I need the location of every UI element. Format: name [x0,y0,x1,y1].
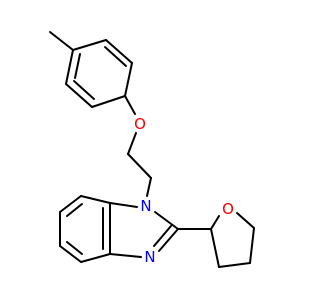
bond-tolyl-2 [65,83,93,108]
bond-thf-o-c5 [236,212,255,229]
atom-label-thf-oxygen: O [222,200,234,218]
bond-n1-c7a [109,202,138,208]
bond-c2-n3-double [153,225,172,247]
bond-thf-c3-c2 [210,228,220,268]
bond-thf-c2-o [210,215,220,230]
bond-aryl-o [124,95,136,115]
bond-tolyl-double-a [73,80,95,100]
bond-thf-c5-c4 [249,227,255,264]
bond-tolyl-double-c [74,53,81,79]
bond-tolyl-5 [105,39,133,64]
bond-tolyl-1 [65,49,74,85]
bond-ch2-n [146,177,152,197]
bond-thf-c4-c3 [218,262,251,268]
bond-methyl [49,31,74,51]
bond-c7-c6 [59,195,82,213]
bond-tolyl-6 [72,39,107,51]
bond-tolyl-double-b [104,46,127,67]
bond-benz-double-b [66,203,83,217]
bond-c4-c3a [80,253,111,263]
bond-c5-c4 [59,245,82,263]
bond-tolyl-3 [91,95,126,108]
bond-o-ch2 [127,132,137,155]
bond-n1-c2 [154,211,179,230]
bond-tolyl-4 [124,62,133,97]
atom-label-ether-oxygen: O [134,115,146,133]
bond-n3-c3a [109,253,142,258]
bond-ch2-ch2 [127,153,152,179]
bond-c7a-c7 [80,195,111,204]
bond-benz-double-c [66,241,83,255]
structure-diagram: O N N O [49,31,255,268]
bond-c2-n3 [158,228,179,252]
atom-label-n3: N [144,248,155,266]
molecule-canvas: O N N O [49,31,255,268]
atom-label-n1: N [140,197,151,215]
